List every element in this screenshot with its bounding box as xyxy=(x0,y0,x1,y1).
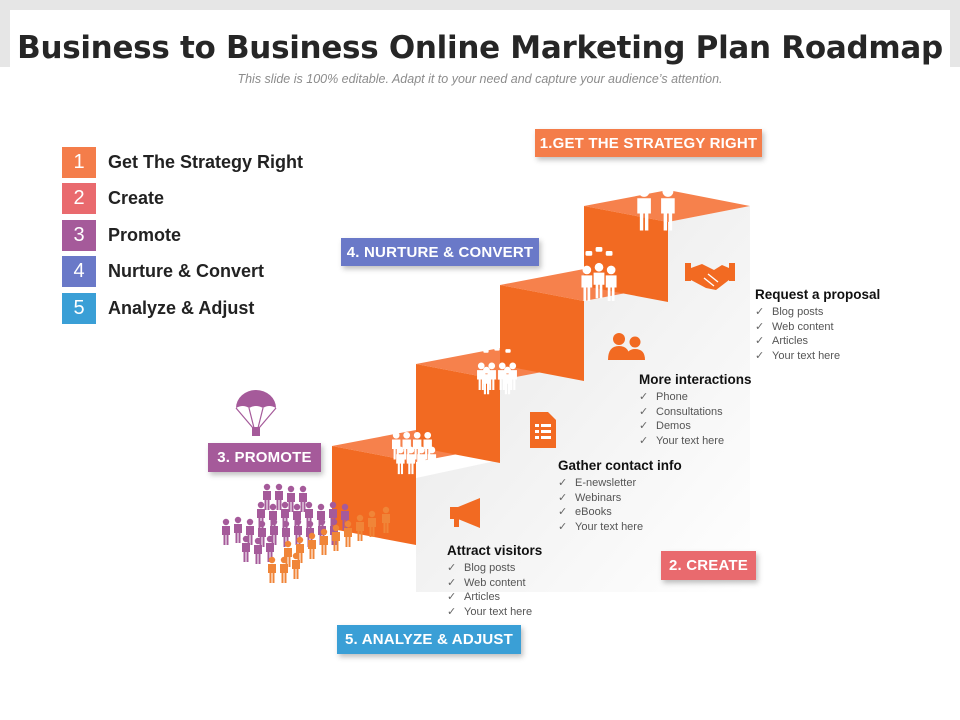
legend-item-1: 1 Get The Strategy Right xyxy=(62,144,303,181)
list-item: ✓ Web content xyxy=(447,576,542,591)
list-item: ✓ Phone xyxy=(639,390,752,405)
list-item: ✓ Blog posts xyxy=(447,561,542,576)
check-icon: ✓ xyxy=(755,320,765,333)
list-item-text: Articles xyxy=(464,591,501,603)
legend-number-4: 4 xyxy=(62,256,96,288)
list-item-text: Consultations xyxy=(656,405,723,418)
list-item-text: Blog posts xyxy=(464,562,516,574)
attract-block: Attract visitors ✓ Blog posts ✓ Web conten… xyxy=(447,543,542,619)
check-icon: ✓ xyxy=(639,391,649,403)
header-card xyxy=(10,10,950,67)
list-item: ✓ Your text here xyxy=(558,520,682,535)
tag-analyze: 5. ANALYZE & ADJUST xyxy=(337,625,521,654)
page-title: Business to Business Online Marketing Pl… xyxy=(17,30,943,66)
legend-item-5: 5 Analyze & Adjust xyxy=(62,290,303,327)
list-item: ✓ Your text here xyxy=(755,349,880,364)
tag-nurture: 4. NURTURE & CONVERT xyxy=(341,238,539,266)
list-item-text: Demos xyxy=(656,420,691,432)
legend-label-5: Analyze & Adjust xyxy=(108,297,255,318)
legend-item-2: 2 Create xyxy=(62,181,303,218)
list-item-text: Web content xyxy=(772,320,834,333)
check-icon: ✓ xyxy=(755,335,765,347)
interactions-heading: More interactions xyxy=(639,372,752,387)
contact-heading: Gather contact info xyxy=(558,458,682,473)
list-item: ✓ Demos xyxy=(639,419,752,434)
step-3-riser xyxy=(500,285,584,381)
list-item-text: Your text here xyxy=(464,605,533,618)
list-item: ✓ Webinars xyxy=(558,491,682,506)
check-icon: ✓ xyxy=(447,562,457,574)
check-icon: ✓ xyxy=(558,477,568,489)
legend-label-1: Get The Strategy Right xyxy=(108,151,304,172)
legend-item-3: 3 Promote xyxy=(62,217,303,254)
legend-number-1: 1 xyxy=(62,146,96,178)
megaphone-icon xyxy=(450,498,480,528)
handshake-icon xyxy=(685,263,735,290)
contact-block: Gather contact info ✓ E-newsletter ✓ Webin… xyxy=(558,458,682,534)
list-item: ✓ E-newsletter xyxy=(558,476,682,491)
check-icon: ✓ xyxy=(558,506,568,518)
list-item-text: Articles xyxy=(772,335,809,347)
check-icon: ✓ xyxy=(755,306,765,318)
list-item: ✓ Articles xyxy=(755,334,880,349)
list-item-text: Blog posts xyxy=(772,306,824,318)
legend-item-4: 4 Nurture & Convert xyxy=(62,254,303,291)
list-item: ✓ Articles xyxy=(447,590,542,605)
page-subtitle: This slide is 100% editable. Adapt it to… xyxy=(237,72,723,86)
list-item-text: eBooks xyxy=(575,506,612,518)
tag-strategy: 1.GET THE STRATEGY RIGHT xyxy=(535,129,762,157)
legend-number-5: 5 xyxy=(62,292,96,324)
check-icon: ✓ xyxy=(639,434,649,447)
list-item-text: E-newsletter xyxy=(575,477,637,489)
check-icon: ✓ xyxy=(558,491,568,504)
legend-label-3: Promote xyxy=(108,224,182,245)
list-item-text: Your text here xyxy=(772,349,841,362)
check-icon: ✓ xyxy=(639,420,649,432)
attract-heading: Attract visitors xyxy=(447,543,543,558)
interactions-block: More interactions ✓Phone ✓Consultations … xyxy=(639,372,752,448)
list-item: ✓ Your text here xyxy=(639,434,752,449)
list-item-text: Phone xyxy=(656,391,688,403)
team-chat-icon xyxy=(581,247,617,301)
legend-number-2: 2 xyxy=(62,183,96,215)
legend-label-4: Nurture & Convert xyxy=(108,261,265,282)
parachute-icon xyxy=(235,390,277,436)
check-icon: ✓ xyxy=(639,405,649,418)
user-group-icon xyxy=(608,333,645,360)
list-item-text: Your text here xyxy=(575,520,644,533)
check-icon: ✓ xyxy=(447,591,457,603)
check-icon: ✓ xyxy=(447,605,457,618)
proposal-block: Request a proposal ✓ Blog posts ✓ Web cont… xyxy=(755,287,880,363)
tag-create: 2. CREATE xyxy=(661,551,756,580)
document-list-icon xyxy=(530,412,556,448)
group-chat-icon xyxy=(477,347,517,395)
stair-side-shade xyxy=(416,206,750,592)
check-icon: ✓ xyxy=(755,349,765,362)
legend-number-3: 3 xyxy=(62,219,96,251)
step-1-riser xyxy=(332,446,416,545)
list-item: ✓ eBooks xyxy=(558,505,682,520)
legend: 1 Get The Strategy Right 2 Create 3 Prom… xyxy=(62,144,303,327)
check-icon: ✓ xyxy=(447,576,457,589)
list-item: ✓ Your text here xyxy=(447,605,542,620)
list-item: ✓ Consultations xyxy=(639,405,752,420)
check-icon: ✓ xyxy=(558,520,568,533)
list-item: ✓ Blog posts xyxy=(755,305,880,320)
proposal-heading: Request a proposal xyxy=(755,287,881,302)
tag-promote: 3. PROMOTE xyxy=(208,443,321,472)
list-item-text: Web content xyxy=(464,576,526,589)
legend-label-2: Create xyxy=(108,188,165,209)
list-item: ✓ Web content xyxy=(755,320,880,335)
list-item-text: Your text here xyxy=(656,434,725,447)
list-item-text: Webinars xyxy=(575,491,622,504)
